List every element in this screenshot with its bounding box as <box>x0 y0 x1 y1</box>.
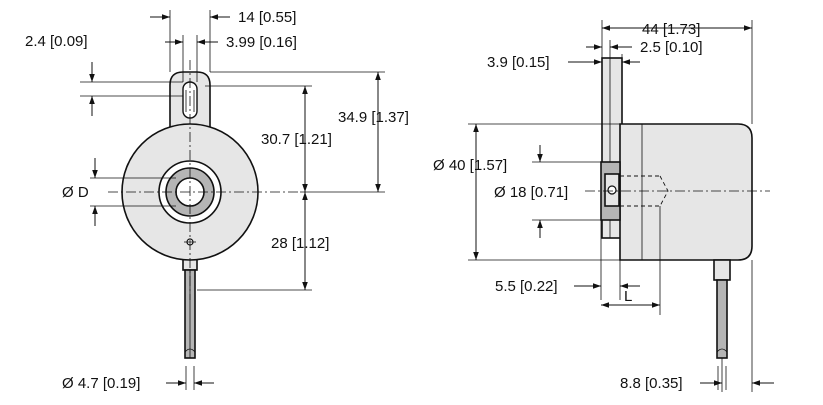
side-cable <box>713 259 731 390</box>
dim-body-diameter: Ø 40 [1.57] <box>433 123 620 261</box>
dim-tab-offset-label: 3.9 [0.15] <box>487 54 550 71</box>
dim-cable-diameter: Ø 4.7 [0.19] <box>62 375 214 392</box>
dim-tab-width: 14 [0.55] <box>150 9 296 72</box>
front-cable <box>182 254 198 390</box>
dim-bore-label: Ø D <box>62 184 89 201</box>
front-view: 14 [0.55] 3.99 [0.16] 2.4 [0.09] 34.9 [1… <box>25 9 409 392</box>
dim-hub-diameter-label: Ø 18 [0.71] <box>494 184 568 201</box>
dim-overall-length-label: 44 [1.73] <box>642 21 700 38</box>
dim-body-diameter-label: Ø 40 [1.57] <box>433 157 507 174</box>
dim-slot-offset-label: 2.4 [0.09] <box>25 33 88 50</box>
dim-hub-depth-label: 5.5 [0.22] <box>495 278 558 295</box>
dim-hub-diameter: Ø 18 [0.71] <box>494 145 601 238</box>
encoder-body-side <box>619 123 753 261</box>
dim-screw-to-center: 30.7 [1.21] <box>205 85 332 192</box>
dim-slot-to-center: 34.9 [1.37] <box>210 71 409 193</box>
side-view: 44 [1.73] 2.5 [0.10] 3.9 [0.15] Ø 40 [1.… <box>433 20 774 392</box>
dim-flange-thickness: 2.5 [0.10] <box>586 39 703 58</box>
dim-slot-width: 3.99 [0.16] <box>165 34 297 82</box>
dim-cable-offset-side: 8.8 [0.35] <box>620 260 774 392</box>
dim-overall-length: 44 [1.73] <box>601 20 753 124</box>
dim-shaft-length-label: L <box>624 288 632 305</box>
dim-slot-width-label: 3.99 [0.16] <box>226 34 297 51</box>
dim-cable-offset-side-label: 8.8 [0.35] <box>620 375 683 392</box>
dim-tab-width-label: 14 [0.55] <box>238 9 296 26</box>
dim-slot-offset: 2.4 [0.09] <box>25 33 183 116</box>
dim-slot-to-center-label: 34.9 [1.37] <box>338 109 409 126</box>
dim-cable-offset-front: 28 [1.12] <box>197 192 329 291</box>
dim-tab-offset: 3.9 [0.15] <box>487 54 640 71</box>
dim-cable-offset-front-label: 28 [1.12] <box>271 235 329 252</box>
dim-cable-diameter-label: Ø 4.7 [0.19] <box>62 375 140 392</box>
dim-shaft-length: L <box>601 206 661 315</box>
dim-hub-depth: 5.5 [0.22] <box>495 220 640 300</box>
dim-screw-to-center-label: 30.7 [1.21] <box>261 131 332 148</box>
dim-flange-thickness-label: 2.5 [0.10] <box>640 39 703 56</box>
dim-bore: Ø D <box>62 158 176 226</box>
